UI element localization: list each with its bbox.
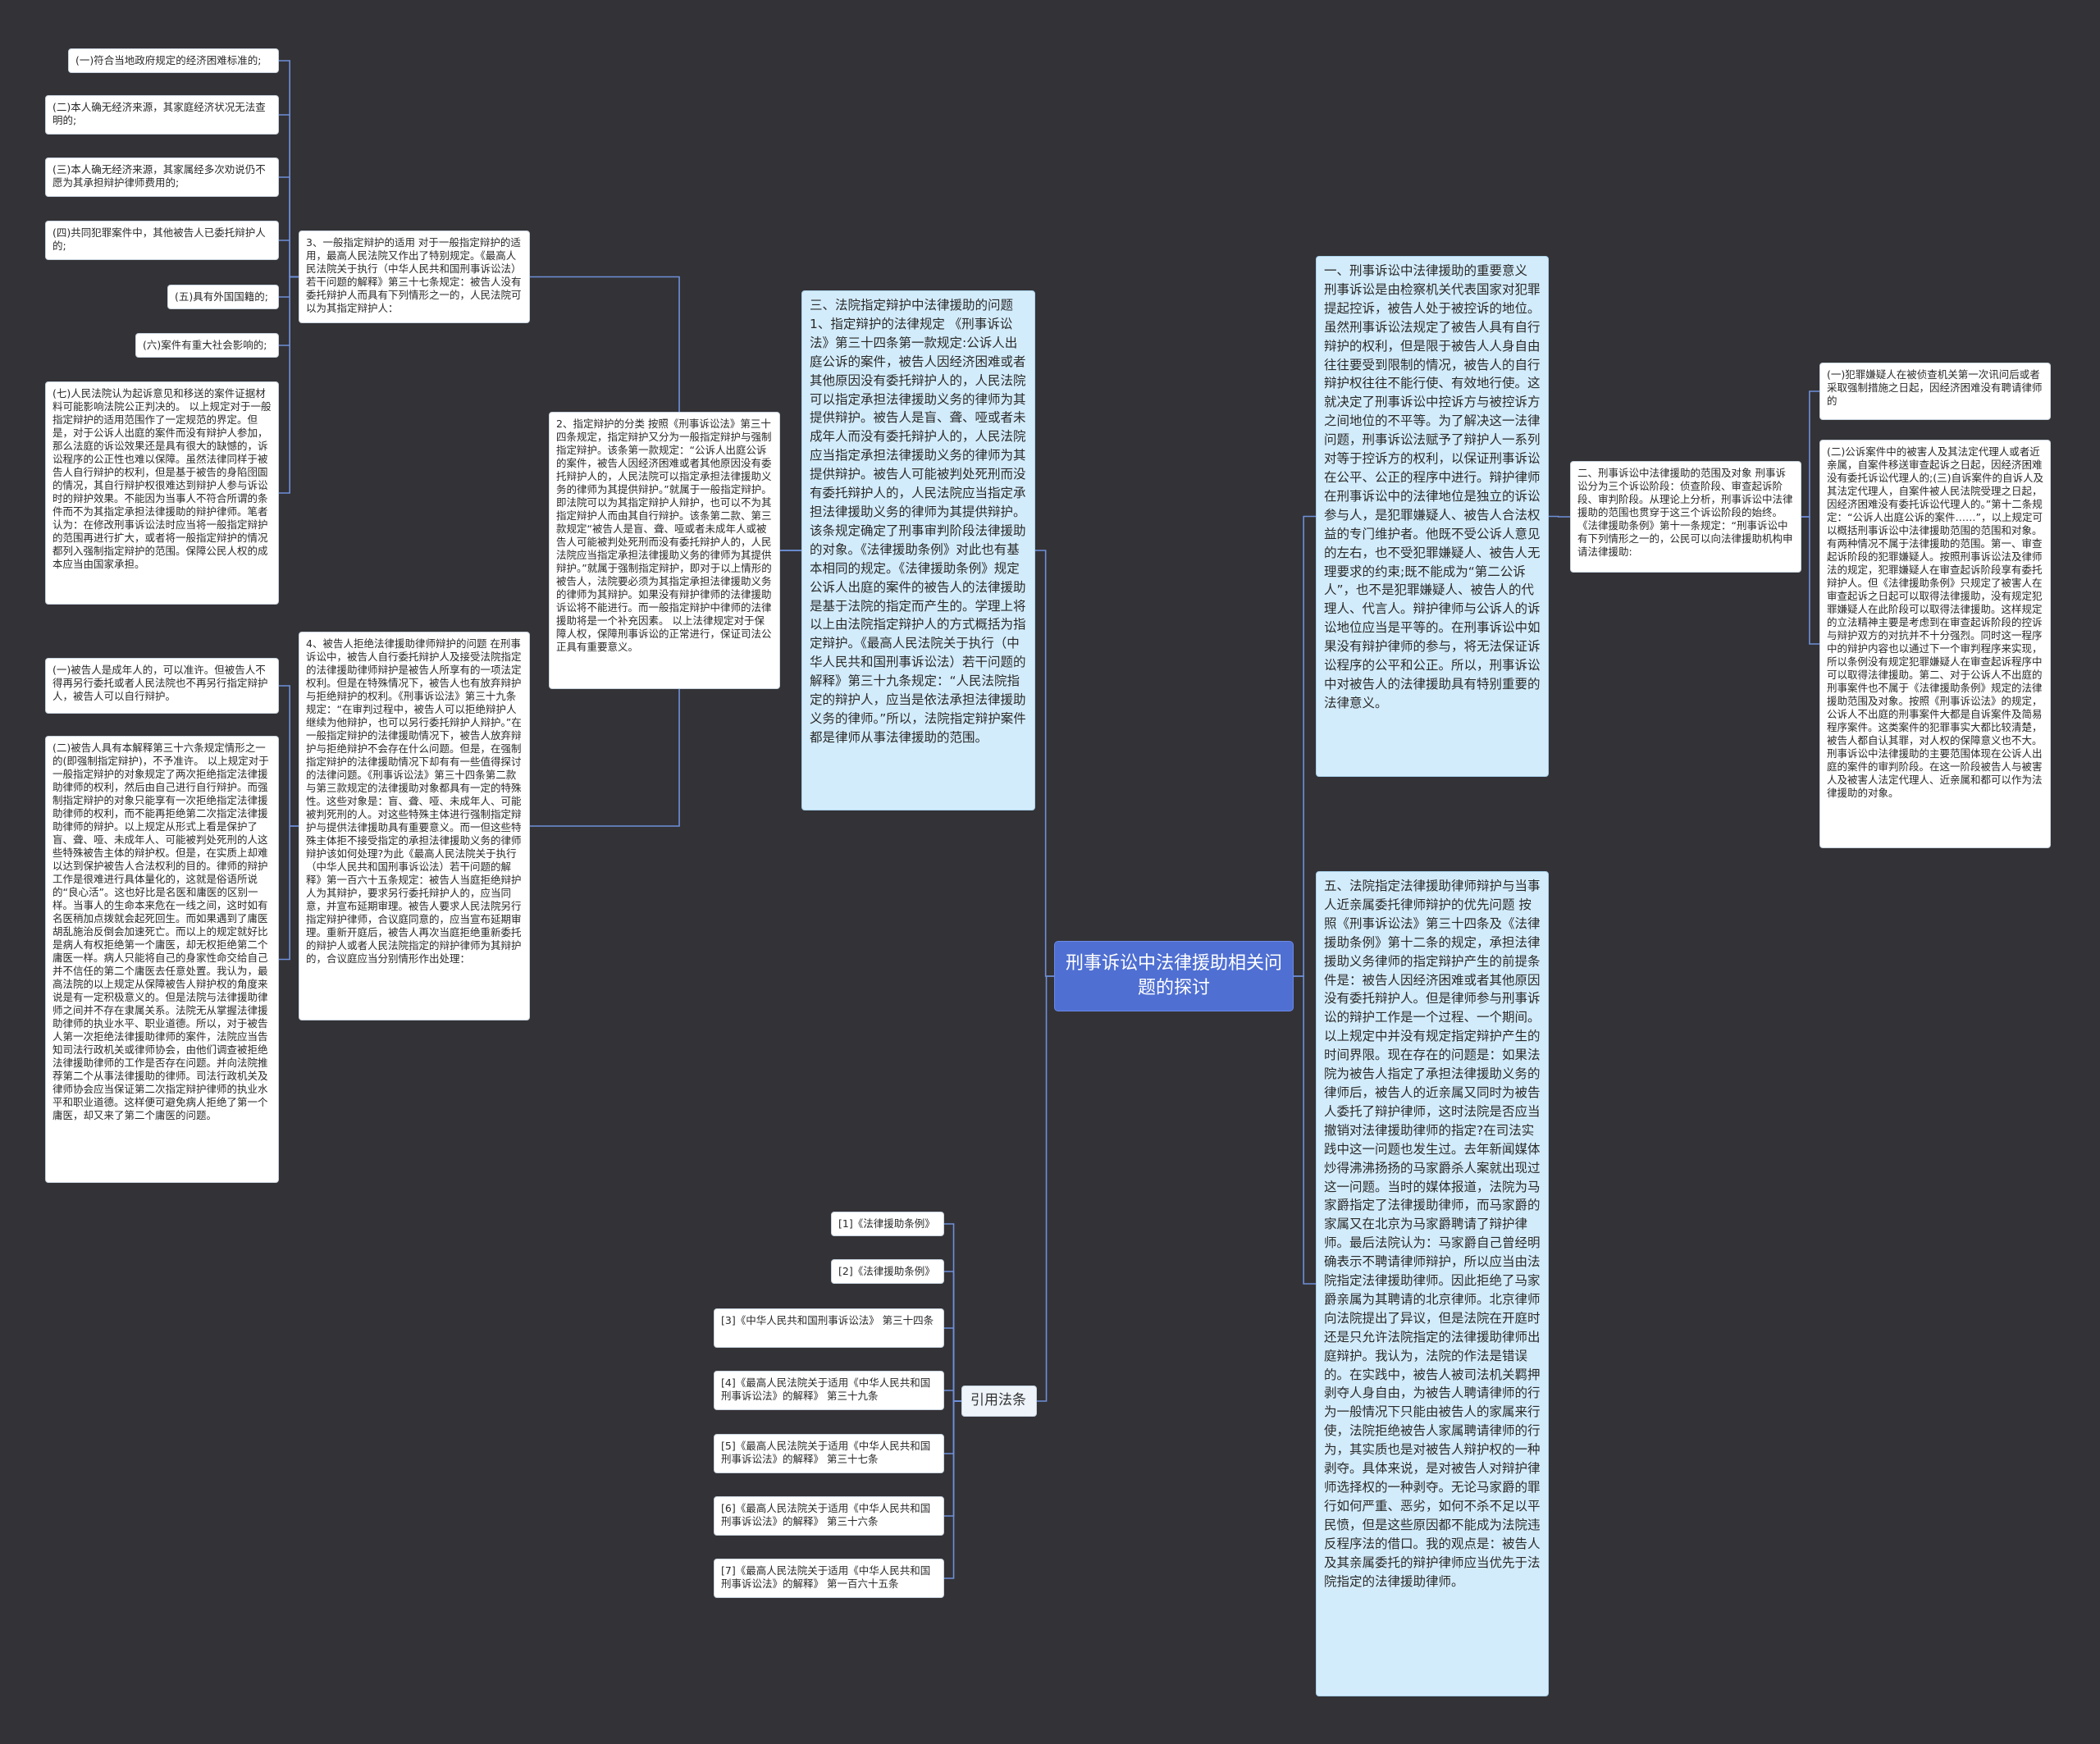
- section-three-node[interactable]: 三、法院指定辩护中法律援助的问题 1、指定辩护的法律规定 《刑事诉讼法》第三十四…: [801, 290, 1035, 810]
- section-five-node[interactable]: 五、法院指定法律援助律师辩护与当事人近亲属委托律师辩护的优先问题 按照《刑事诉讼…: [1316, 871, 1549, 1696]
- subsection-3-item-2[interactable]: (二)本人确无经济来源，其家庭经济状况无法查明的;: [45, 95, 279, 135]
- connector: [944, 1390, 961, 1402]
- connector: [279, 176, 299, 278]
- connector: [279, 825, 299, 961]
- connector: [279, 685, 299, 827]
- citation-3[interactable]: [3]《中华人民共和国刑事诉讼法》 第三十四条: [714, 1308, 944, 1348]
- connector: [279, 276, 299, 346]
- connector: [1294, 515, 1316, 977]
- subsection-4-item-2[interactable]: (二)被告人具有本解释第三十六条规定情形之一的(即强制指定辩护)，不予准许。 以…: [45, 736, 279, 1183]
- subsection-3-item-3[interactable]: (三)本人确无经济来源，其家属经多次劝说仍不愿为其承担辩护律师费用的;: [45, 158, 279, 197]
- subsection-2-node[interactable]: 2、指定辩护的分类 按照《刑事诉讼法》第三十四条规定，指定辩护又分为一般指定辩护…: [549, 412, 780, 689]
- connector: [1035, 550, 1054, 977]
- connector: [279, 240, 299, 278]
- connector: [279, 60, 299, 278]
- citation-2[interactable]: [2]《法律援助条例》: [831, 1259, 944, 1284]
- connector: [944, 1271, 961, 1402]
- subsection-3-item-5[interactable]: (五)具有外国国籍的;: [167, 285, 279, 309]
- connector: [1801, 516, 1819, 645]
- connector: [279, 114, 299, 278]
- subsection-3-node[interactable]: 3、一般指定辩护的适用 对于一般指定辩护的适用，最高人民法院又作出了特别规定。《…: [299, 231, 530, 323]
- root-topic[interactable]: 刑事诉讼中法律援助相关问题的探讨: [1054, 941, 1294, 1011]
- connector: [944, 1400, 961, 1454]
- citation-7[interactable]: [7]《最高人民法院关于适用《中华人民共和国刑事诉讼法》的解释》 第一百六十五条: [714, 1559, 944, 1598]
- connector: [1294, 975, 1316, 1285]
- connector: [1549, 515, 1570, 518]
- citation-4[interactable]: [4]《最高人民法院关于适用《中华人民共和国刑事诉讼法》的解释》 第三十九条: [714, 1371, 944, 1410]
- connector: [1801, 390, 1819, 518]
- connector: [1037, 975, 1054, 1402]
- connector: [279, 276, 299, 494]
- subsection-3-item-7[interactable]: (七)人民法院认为起诉意见和移送的案件证据材料可能影响法院公正判决的。 以上规定…: [45, 381, 279, 605]
- citation-1[interactable]: [1]《法律援助条例》: [831, 1212, 944, 1236]
- subsection-4-item-1[interactable]: (一)被告人是成年人的，可以准许。但被告人不得再另行委托或者人民法院也不再另行指…: [45, 658, 279, 714]
- citation-5[interactable]: [5]《最高人民法院关于适用《中华人民共和国刑事诉讼法》的解释》 第三十七条: [714, 1434, 944, 1473]
- section-two-item-2[interactable]: (二)公诉案件中的被害人及其法定代理人或者近亲属，自案件移送审查起诉之日起，因经…: [1819, 440, 2051, 848]
- connector: [279, 276, 299, 298]
- subsection-4-node[interactable]: 4、被告人拒绝法律援助律师辩护的问题 在刑事诉讼中，被告人自行委托辩护人及接受法…: [299, 632, 530, 1020]
- subsection-3-item-4[interactable]: (四)共同犯罪案件中，其他被告人已委托辩护人的;: [45, 221, 279, 260]
- citation-6[interactable]: [6]《最高人民法院关于适用《中华人民共和国刑事诉讼法》的解释》 第三十六条: [714, 1496, 944, 1536]
- connector: [944, 1223, 961, 1402]
- section-one-node[interactable]: 一、刑事诉讼中法律援助的重要意义 刑事诉讼是由检察机关代表国家对犯罪提起控诉，被…: [1316, 256, 1549, 777]
- connector: [944, 1400, 961, 1579]
- section-two-item-1[interactable]: (一)犯罪嫌疑人在被侦查机关第一次讯问后或者采取强制措施之日起，因经济困难没有聘…: [1819, 363, 2051, 420]
- subsection-3-item-6[interactable]: (六)案件有重大社会影响的;: [135, 333, 279, 358]
- subsection-3-item-1[interactable]: (一)符合当地政府规定的经济困难标准的;: [68, 48, 279, 73]
- section-two-node[interactable]: 二、刑事诉讼中法律援助的范围及对象 刑事诉讼分为三个诉讼阶段：侦查阶段、审查起诉…: [1570, 461, 1801, 573]
- connector: [944, 1400, 961, 1517]
- citations-node[interactable]: 引用法条: [961, 1386, 1037, 1417]
